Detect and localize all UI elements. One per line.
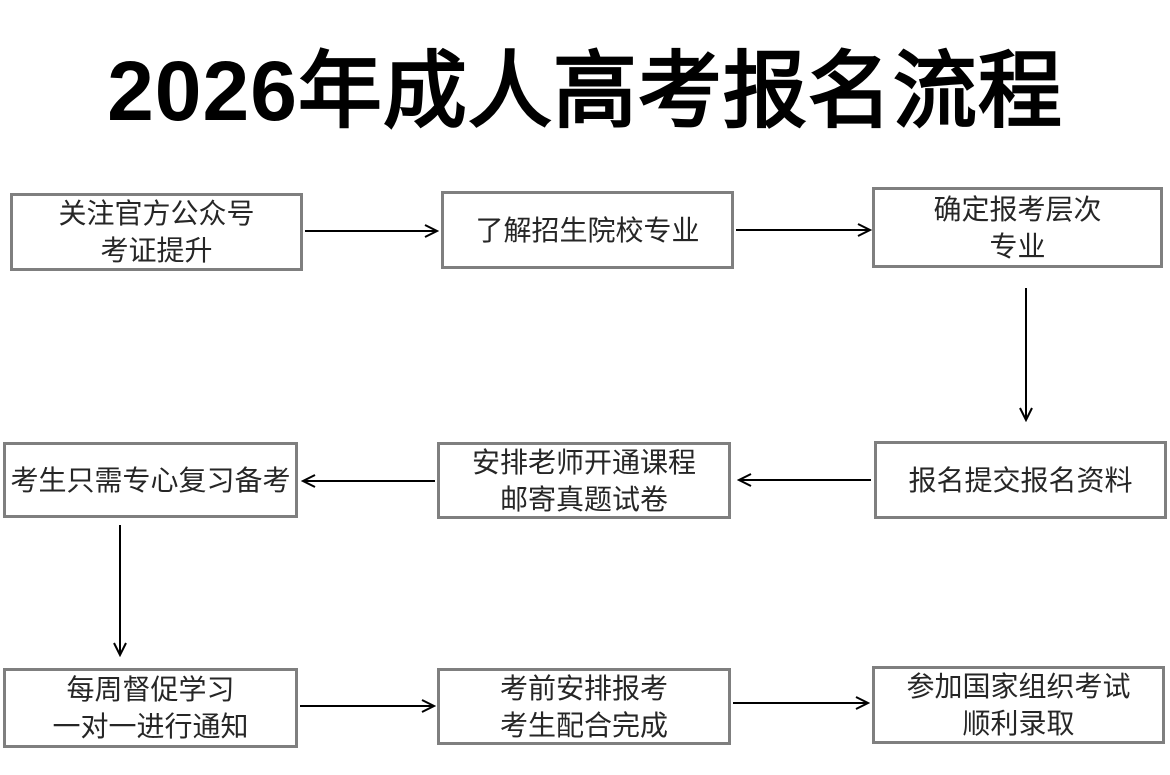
flow-step-6-focus-on-review: 考生只需专心复习备考 — [3, 442, 298, 518]
flow-step-1-follow-official-account: 关注官方公众号 考证提升 — [10, 193, 303, 271]
step-label-line: 参加国家组织考试 — [906, 671, 1131, 702]
step-label-line: 关注官方公众号 — [58, 198, 255, 229]
step-label-line: 考生只需专心复习备考 — [10, 464, 291, 496]
flow-step-2-learn-schools-majors: 了解招生院校专业 — [441, 191, 734, 269]
flow-step-9-take-national-exam: 参加国家组织考试 顺利录取 — [872, 666, 1165, 744]
flow-step-5-teacher-opens-courses: 安排老师开通课程 邮寄真题试卷 — [437, 442, 731, 519]
step-label-line: 一对一进行通知 — [52, 711, 249, 742]
flow-step-3-confirm-level-major: 确定报考层次 专业 — [872, 187, 1163, 268]
step-label-line: 报名提交报名资料 — [908, 464, 1133, 496]
step-label-line: 考证提升 — [100, 235, 213, 266]
step-label-line: 顺利录取 — [962, 708, 1075, 739]
page-title: 2026年成人高考报名流程 — [107, 44, 1063, 138]
flow-step-8-pre-exam-arrangement: 考前安排报考 考生配合完成 — [437, 668, 731, 745]
step-label-line: 了解招生院校专业 — [475, 214, 700, 246]
step-label-line: 安排老师开通课程 — [471, 446, 696, 478]
step-label-line: 确定报考层次 — [933, 193, 1102, 225]
flow-step-4-submit-registration-materials: 报名提交报名资料 — [874, 441, 1167, 519]
step-label-line: 考前安排报考 — [499, 672, 668, 704]
step-label-line: 考生配合完成 — [499, 709, 668, 741]
flow-step-7-weekly-study-supervision: 每周督促学习 一对一进行通知 — [3, 668, 298, 748]
step-label-line: 邮寄真题试卷 — [499, 483, 668, 515]
step-label-line: 专业 — [989, 230, 1046, 262]
step-label-line: 每周督促学习 — [66, 674, 235, 705]
